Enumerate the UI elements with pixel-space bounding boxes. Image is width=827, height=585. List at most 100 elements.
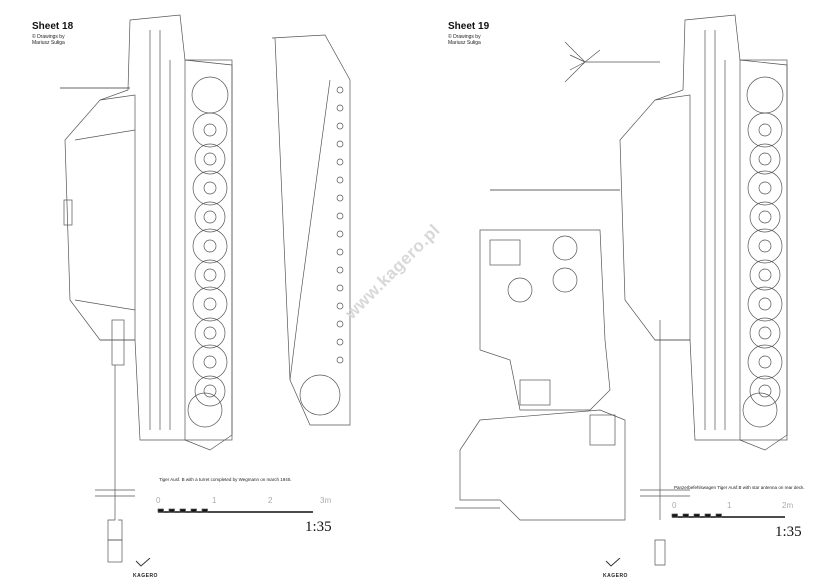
wheel-hub [203,268,217,282]
track-hole [336,320,344,328]
track-hole [336,140,344,148]
track-hole [336,338,344,346]
wheel-hub [758,123,772,137]
logo-swoosh-icon [135,557,151,567]
road-wheel [747,170,783,206]
wheel-hub [758,297,772,311]
wheel-hub [203,239,217,253]
road-wheel [749,375,781,407]
road-wheel [747,112,783,148]
scale-bar-left [157,508,313,513]
tiger-top-view-right [490,14,788,566]
wheel-hub [203,355,217,369]
scale-check [168,508,175,513]
scale-bar-right [671,513,785,518]
track-hole [336,212,344,220]
credit-right: © Drawings by Mariusz Sułiga [448,34,481,46]
wheel-hub [758,210,772,224]
wheel-hub [203,326,217,340]
wheel-hub [203,297,217,311]
wheel-hub [758,239,772,253]
track-hole [336,104,344,112]
scale-tick: 1 [212,496,217,505]
wheel-hub [203,152,217,166]
credit-line: © Drawings by [448,34,481,40]
wheel-hub [758,181,772,195]
logo-text: KAGERO [603,573,628,579]
track-hole [336,86,344,94]
wheel-hub [203,210,217,224]
logo-swoosh-icon [605,557,621,567]
scale-check [671,513,678,518]
scale-tick: 0 [156,496,161,505]
scale-tick: 0 [672,501,677,510]
caption-right: Panzerbefehlswagen Tiger Ausf.B with sta… [674,485,805,490]
wheel-hub [758,384,772,398]
road-wheel [194,317,226,349]
track-hole [336,284,344,292]
scale-check [704,513,711,518]
credit-line: Mariusz Sułiga [32,40,65,46]
wheel-hub [758,355,772,369]
wheel-hub [203,181,217,195]
wheel-hub [203,384,217,398]
track-link-drawing [271,34,351,426]
track-hole [336,158,344,166]
wheel-hub [758,268,772,282]
star-antenna [564,41,660,83]
scale-check [179,508,186,513]
road-wheel [747,344,783,380]
kagero-logo-right: KAGERO [603,555,628,579]
track-hole [336,230,344,238]
road-wheel [192,344,228,380]
idler-wheel [187,392,223,428]
road-wheels [187,76,784,428]
sprocket-wheel [191,76,229,114]
scale-ratio-right: 1:35 [775,524,802,540]
scale-check [682,513,689,518]
tiger-top-view-left [60,14,233,563]
sheet-title-right: Sheet 19 [448,21,490,32]
wheel-hub [758,152,772,166]
track-hole [336,122,344,130]
sheet-title-left: Sheet 18 [32,21,74,32]
scale-tick: 1 [727,501,732,510]
wheel-hub [758,326,772,340]
road-wheel [192,286,228,322]
track-hole [336,176,344,184]
track-hole [336,194,344,202]
rear-view-detail [455,229,626,521]
road-wheel [192,170,228,206]
track-hole [336,302,344,310]
road-wheel [194,375,226,407]
scale-tick: 2 [268,496,273,505]
track-hole [336,266,344,274]
kagero-logo-left: KAGERO [133,555,158,579]
road-wheel [194,201,226,233]
road-wheel [749,201,781,233]
track-hole [336,248,344,256]
scale-tick: 2m [782,501,794,510]
track-hole [336,356,344,364]
credit-left: © Drawings by Mariusz Sułiga [32,34,65,46]
scale-check [693,513,700,518]
wheel-hub [203,123,217,137]
logo-text: KAGERO [133,573,158,579]
credit-line: Mariusz Sułiga [448,40,481,46]
scale-ratio-left: 1:35 [305,519,332,535]
scale-check [190,508,197,513]
sprocket-wheel [746,76,784,114]
caption-left: Tiger Ausf. B with a turret completed by… [159,477,292,482]
credit-line: © Drawings by [32,34,65,40]
road-wheel [192,112,228,148]
scale-check [715,513,722,518]
road-wheel [749,143,781,175]
scale-check [201,508,208,513]
road-wheel [747,228,783,264]
road-wheel [749,259,781,291]
road-wheel [747,286,783,322]
scale-tick: 3m [320,496,332,505]
idler-wheel [742,392,778,428]
road-wheel [194,259,226,291]
